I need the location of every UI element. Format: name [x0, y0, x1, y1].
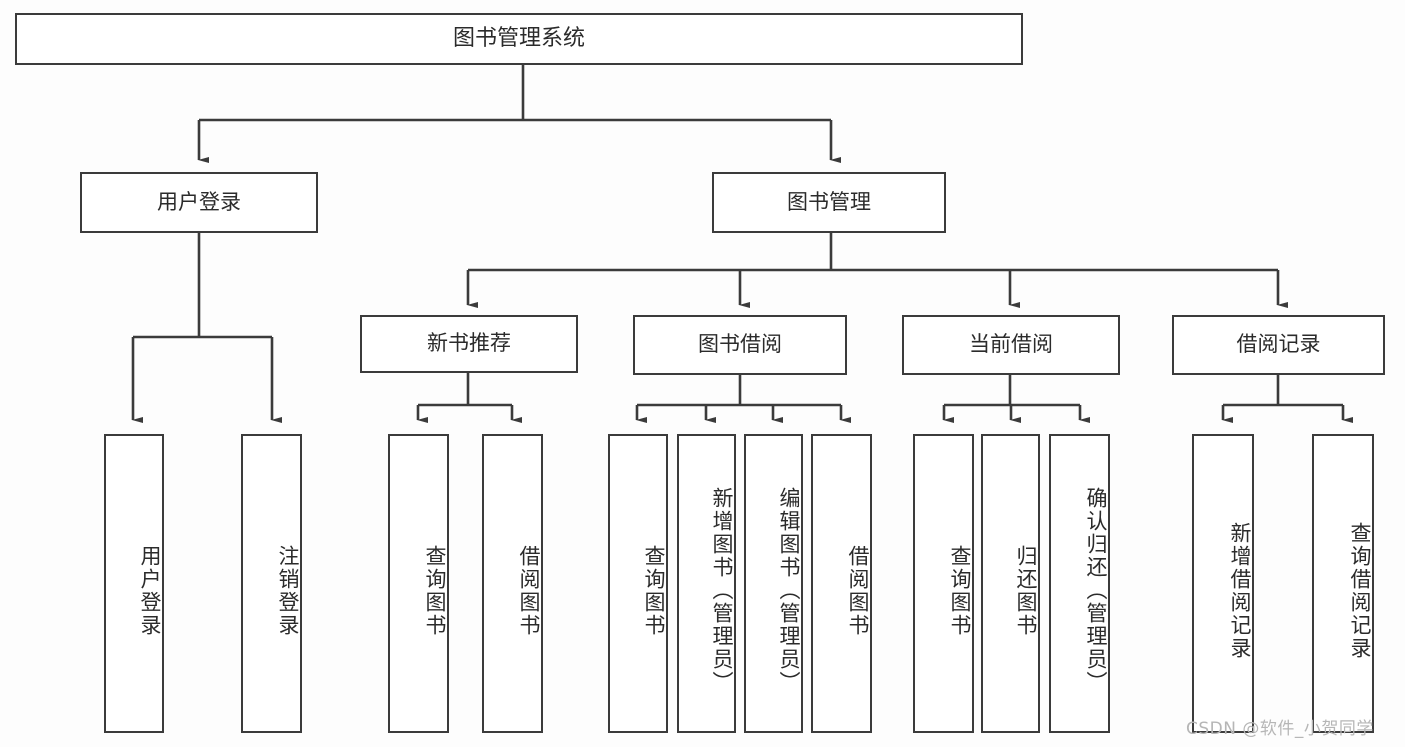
node-current-borrow[interactable]: 当前借阅 [902, 315, 1120, 375]
leaf-user-login-logout[interactable]: 注销登录 [241, 434, 302, 733]
node-label: 查询图书 [948, 544, 972, 637]
node-label: 图书借阅 [698, 332, 782, 357]
node-label: 编辑图书（管理员） [777, 487, 801, 694]
node-label: 图书管理 [787, 189, 871, 214]
node-label: 用户登录 [138, 544, 162, 637]
leaf-current-borrow-return-book[interactable]: 归还图书 [981, 434, 1040, 733]
node-label: 借阅记录 [1236, 332, 1321, 357]
node-new-book-recommend[interactable]: 新书推荐 [360, 315, 578, 373]
leaf-borrow-record-add-record[interactable]: 新增借阅记录 [1192, 434, 1254, 733]
leaf-book-borrow-query-book[interactable]: 查询图书 [608, 434, 668, 733]
node-label: 确认归还（管理员） [1084, 487, 1108, 694]
node-borrow-record[interactable]: 借阅记录 [1172, 315, 1385, 375]
node-root-book-management-system[interactable]: 图书管理系统 [15, 13, 1023, 65]
node-label: 用户登录 [157, 189, 241, 214]
csdn-watermark: CSDN @软件_小贺同学 [1186, 719, 1374, 739]
node-label: 注销登录 [276, 544, 300, 637]
leaf-book-borrow-edit-book-admin[interactable]: 编辑图书（管理员） [744, 434, 803, 733]
leaf-book-borrow-borrow-book[interactable]: 借阅图书 [811, 434, 872, 733]
node-label: 新书推荐 [427, 331, 511, 356]
node-label: 新增图书（管理员） [710, 487, 734, 694]
node-book-borrow[interactable]: 图书借阅 [633, 315, 847, 375]
leaf-current-borrow-query-book[interactable]: 查询图书 [913, 434, 974, 733]
node-label: 查询图书 [642, 544, 666, 637]
node-label: 借阅图书 [846, 544, 870, 637]
node-label: 当前借阅 [969, 332, 1053, 357]
leaf-user-login-login[interactable]: 用户登录 [104, 434, 164, 733]
leaf-new-book-borrow-book[interactable]: 借阅图书 [482, 434, 543, 733]
node-user-login[interactable]: 用户登录 [80, 172, 318, 233]
node-book-management[interactable]: 图书管理 [712, 172, 946, 233]
node-label: 借阅图书 [517, 544, 541, 637]
node-label: 新增借阅记录 [1228, 521, 1252, 660]
leaf-new-book-query-book[interactable]: 查询图书 [388, 434, 449, 733]
node-label: 图书管理系统 [452, 25, 585, 51]
leaf-book-borrow-add-book-admin[interactable]: 新增图书（管理员） [677, 434, 736, 733]
leaf-borrow-record-query-record[interactable]: 查询借阅记录 [1312, 434, 1374, 733]
leaf-current-borrow-confirm-return-admin[interactable]: 确认归还（管理员） [1049, 434, 1110, 733]
node-label: 查询图书 [423, 544, 447, 637]
node-label: 查询借阅记录 [1348, 521, 1372, 660]
node-label: 归还图书 [1014, 544, 1038, 637]
